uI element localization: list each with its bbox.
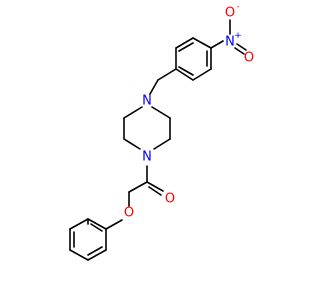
bond [87,249,107,261]
bond [87,218,107,230]
bond [123,106,143,119]
bond [236,43,247,51]
bond [153,138,171,150]
atom-symbol: N [225,35,235,50]
bonds-layer [69,19,247,261]
molecule-structure: N + O - O N N O O [69,2,254,261]
bond [69,218,89,230]
charge-sign: + [234,31,242,41]
bond [175,37,194,49]
bond [151,106,171,119]
atom-symbol: O [225,6,235,21]
bond [149,79,159,95]
bond [123,138,141,150]
charge-sign: - [236,2,239,12]
nitro-oxygen-bottom-atom: O [244,51,254,66]
piperazine-nitrogen-bottom-atom: N [142,150,152,165]
bond [234,47,245,55]
nitro-oxygen-top-atom: O - [225,2,240,21]
bond [210,40,224,49]
bond [105,219,123,230]
piperazine-nitrogen-top-atom: N [142,94,152,109]
bond [148,186,162,196]
bond [175,68,194,81]
bond [157,68,177,81]
bond [192,37,212,49]
bond [178,66,194,76]
bond [87,246,103,256]
atom-labels-layer: N + O - O N N O O [124,2,254,221]
bond [69,249,89,261]
bond [178,42,194,52]
ether-oxygen-atom: O [124,206,134,221]
bond [146,181,164,192]
bond [192,68,212,81]
carbonyl-oxygen-atom: O [165,192,175,207]
bond [90,223,103,232]
nitro-nitrogen-atom: N + [225,31,242,50]
bond [128,181,148,193]
